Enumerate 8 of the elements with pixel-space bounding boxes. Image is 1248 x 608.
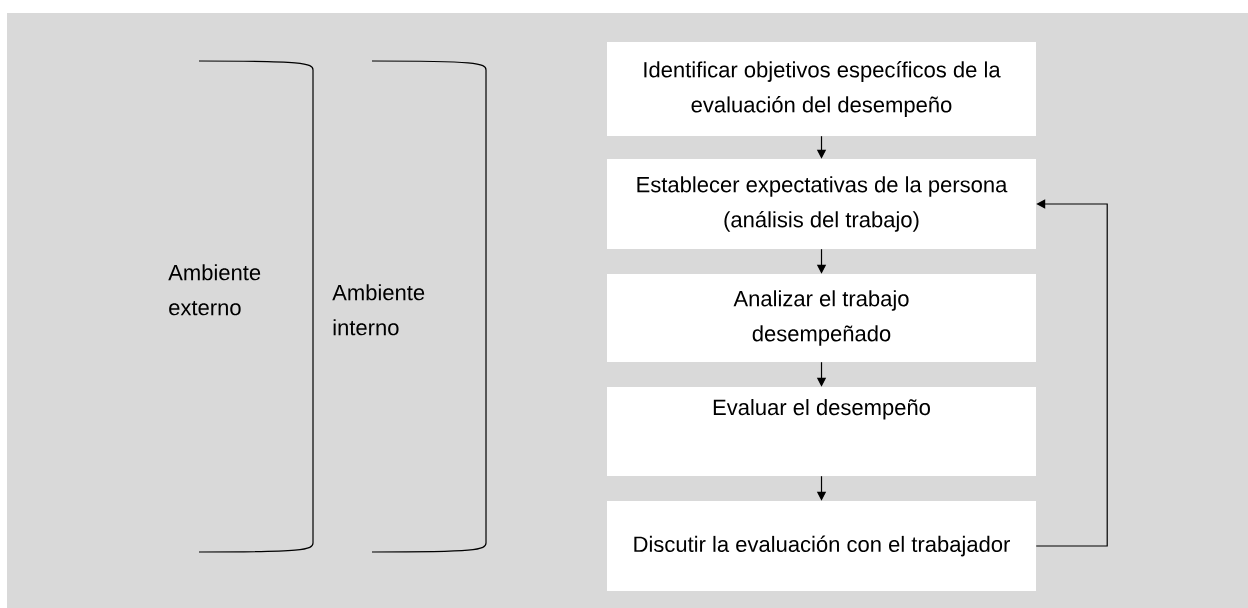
arrow bbox=[1035, 199, 1108, 547]
process-box: Discutir la evaluación con el trabajador bbox=[607, 501, 1036, 591]
process-box: Identificar objetivos específicos de la evaluación del desempeño bbox=[607, 42, 1036, 136]
process-box: Analizar el trabajo desempeñado bbox=[607, 274, 1036, 362]
process-box: Evaluar el desempeño bbox=[607, 387, 1036, 476]
label: Ambiente interno bbox=[332, 284, 425, 336]
process-box: Establecer expectativas de la persona (análisis del trabajo) bbox=[607, 159, 1036, 249]
label: Ambiente externo bbox=[168, 264, 261, 316]
